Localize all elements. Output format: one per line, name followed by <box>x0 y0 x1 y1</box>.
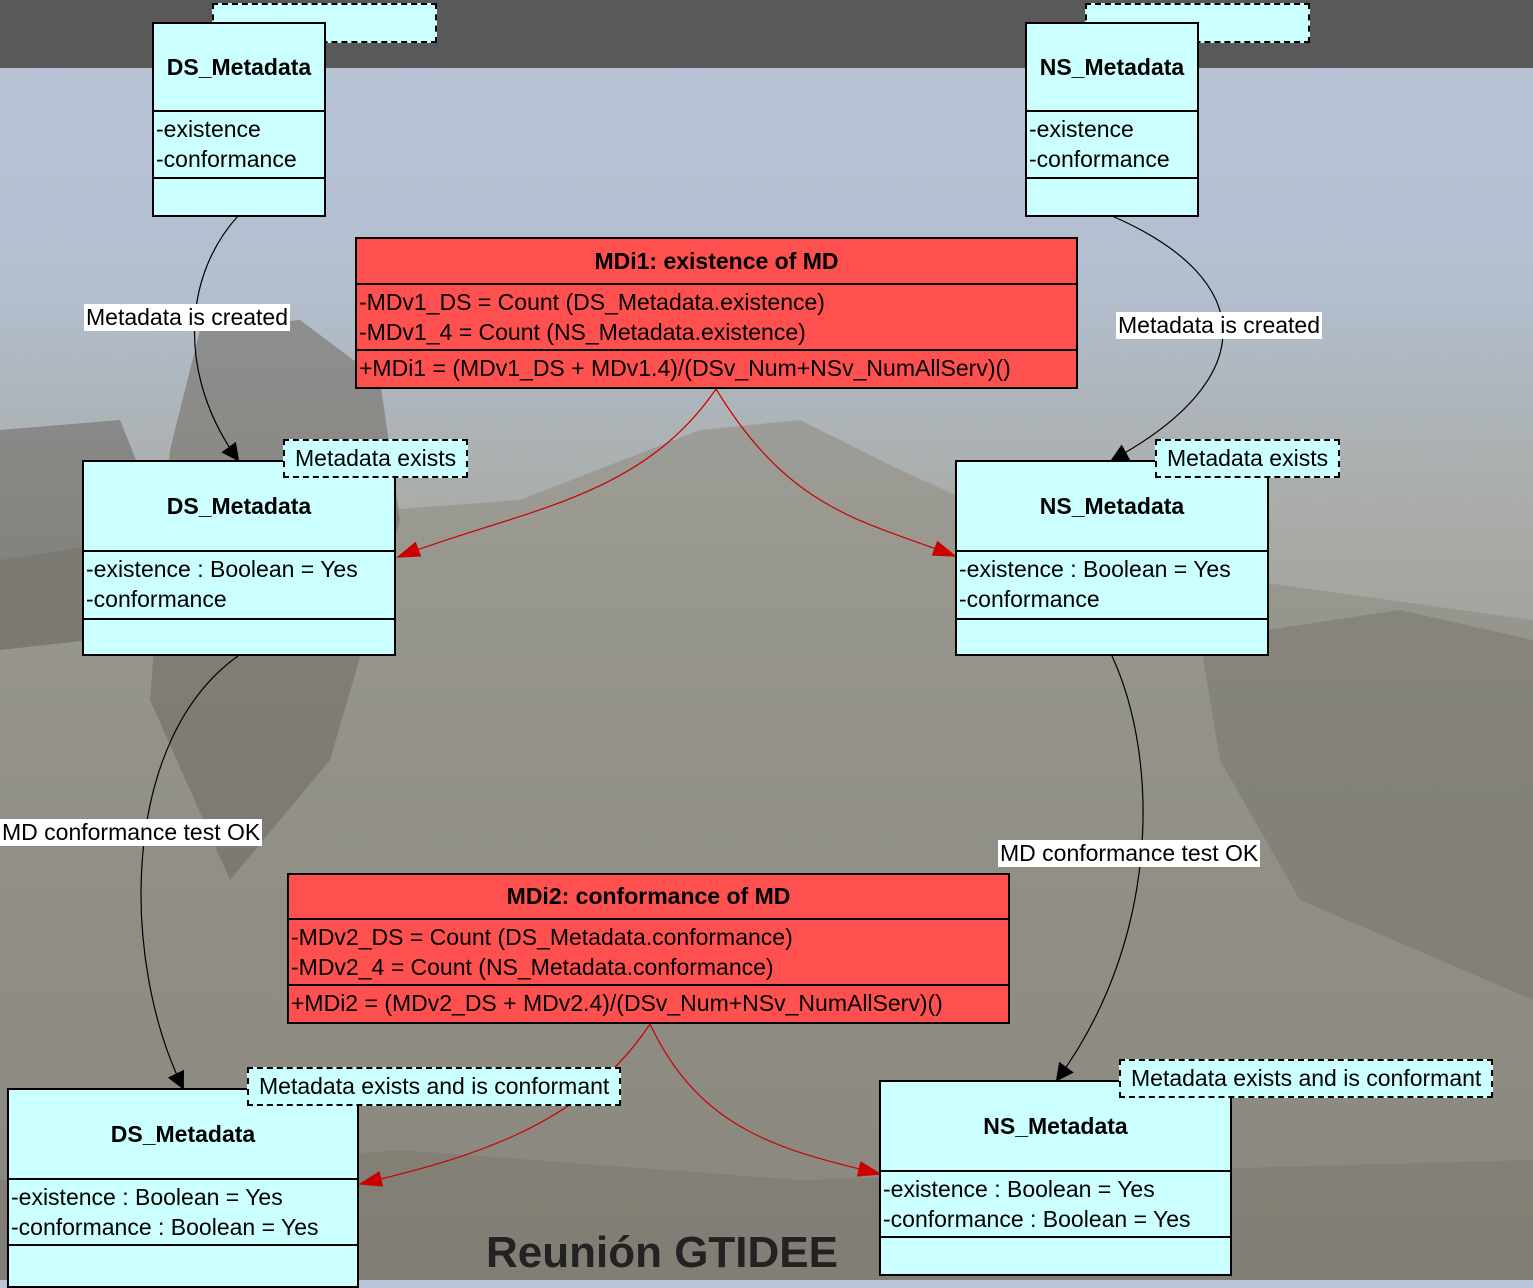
class-attributes: -existence -conformance <box>154 112 324 179</box>
indicator-title: MDi2: conformance of MD <box>289 875 1008 920</box>
attr-conformance: -conformance <box>86 586 227 612</box>
indicator-operation: +MDi1 = (MDv1_DS + MDv1.4)/(DSv_Num+NSv_… <box>359 355 1011 381</box>
class-attributes: -existence : Boolean = Yes -conformance … <box>9 1180 357 1246</box>
class-attributes: -existence : Boolean = Yes -conformance … <box>881 1172 1230 1238</box>
attr-conformance: -conformance : Boolean = Yes <box>883 1206 1191 1232</box>
ns-metadata-initial[interactable]: NS_Metadata -existence -conformance <box>1025 22 1199 217</box>
stereotype-label: Metadata exists and is conformant <box>247 1067 622 1106</box>
transition-label-created-left: Metadata is created <box>84 304 291 331</box>
attr-conformance: -conformance <box>959 586 1100 612</box>
stereotype-label: Metadata exists <box>1155 439 1341 478</box>
class-title: DS_Metadata <box>84 462 394 552</box>
class-title: DS_Metadata <box>154 24 324 112</box>
mdi2-indicator-class[interactable]: MDi2: conformance of MD -MDv2_DS = Count… <box>287 873 1010 1024</box>
attr-existence: -existence <box>156 116 261 142</box>
stereotype-label: Metadata exists <box>283 439 469 478</box>
mdi1-indicator-class[interactable]: MDi1: existence of MD -MDv1_DS = Count (… <box>355 237 1078 389</box>
attr-existence: -existence : Boolean = Yes <box>86 556 358 582</box>
indicator-attributes: -MDv2_DS = Count (DS_Metadata.conformanc… <box>289 920 1008 986</box>
indicator-attr: -MDv1_DS = Count (DS_Metadata.existence) <box>359 289 825 315</box>
class-attributes: -existence : Boolean = Yes -conformance <box>84 552 394 620</box>
indicator-attr: -MDv2_DS = Count (DS_Metadata.conformanc… <box>291 924 793 950</box>
attr-conformance: -conformance : Boolean = Yes <box>11 1214 319 1240</box>
transition-label-test-left: MD conformance test OK <box>0 819 263 846</box>
class-attributes: -existence -conformance <box>1027 112 1197 179</box>
indicator-attr: -MDv1_4 = Count (NS_Metadata.existence) <box>359 319 806 345</box>
class-attributes: -existence : Boolean = Yes -conformance <box>957 552 1267 620</box>
class-title: NS_Metadata <box>957 462 1267 552</box>
ds-metadata-initial[interactable]: DS_Metadata -existence -conformance <box>152 22 326 217</box>
attr-existence: -existence <box>1029 116 1134 142</box>
ds-metadata-conformant[interactable]: DS_Metadata -existence : Boolean = Yes -… <box>7 1088 359 1288</box>
slide-footer-title: Reunión GTIDEE <box>486 1228 838 1277</box>
transition-label-test-right: MD conformance test OK <box>998 840 1261 867</box>
indicator-operation: +MDi2 = (MDv2_DS + MDv2.4)/(DSv_Num+NSv_… <box>291 990 943 1016</box>
attr-existence: -existence : Boolean = Yes <box>959 556 1231 582</box>
transition-label-created-right: Metadata is created <box>1116 312 1323 339</box>
ds-metadata-exists[interactable]: DS_Metadata -existence : Boolean = Yes -… <box>82 460 396 656</box>
class-title: NS_Metadata <box>881 1082 1230 1172</box>
attr-conformance: -conformance <box>1029 146 1170 172</box>
attr-conformance: -conformance <box>156 146 297 172</box>
attr-existence: -existence : Boolean = Yes <box>883 1176 1155 1202</box>
indicator-attr: -MDv2_4 = Count (NS_Metadata.conformance… <box>291 954 774 980</box>
ns-metadata-exists[interactable]: NS_Metadata -existence : Boolean = Yes -… <box>955 460 1269 656</box>
class-title: NS_Metadata <box>1027 24 1197 112</box>
stereotype-label: Metadata exists and is conformant <box>1119 1059 1494 1098</box>
ns-metadata-conformant[interactable]: NS_Metadata -existence : Boolean = Yes -… <box>879 1080 1232 1276</box>
indicator-attributes: -MDv1_DS = Count (DS_Metadata.existence)… <box>357 285 1076 351</box>
attr-existence: -existence : Boolean = Yes <box>11 1184 283 1210</box>
indicator-title: MDi1: existence of MD <box>357 239 1076 285</box>
class-title: DS_Metadata <box>9 1090 357 1180</box>
